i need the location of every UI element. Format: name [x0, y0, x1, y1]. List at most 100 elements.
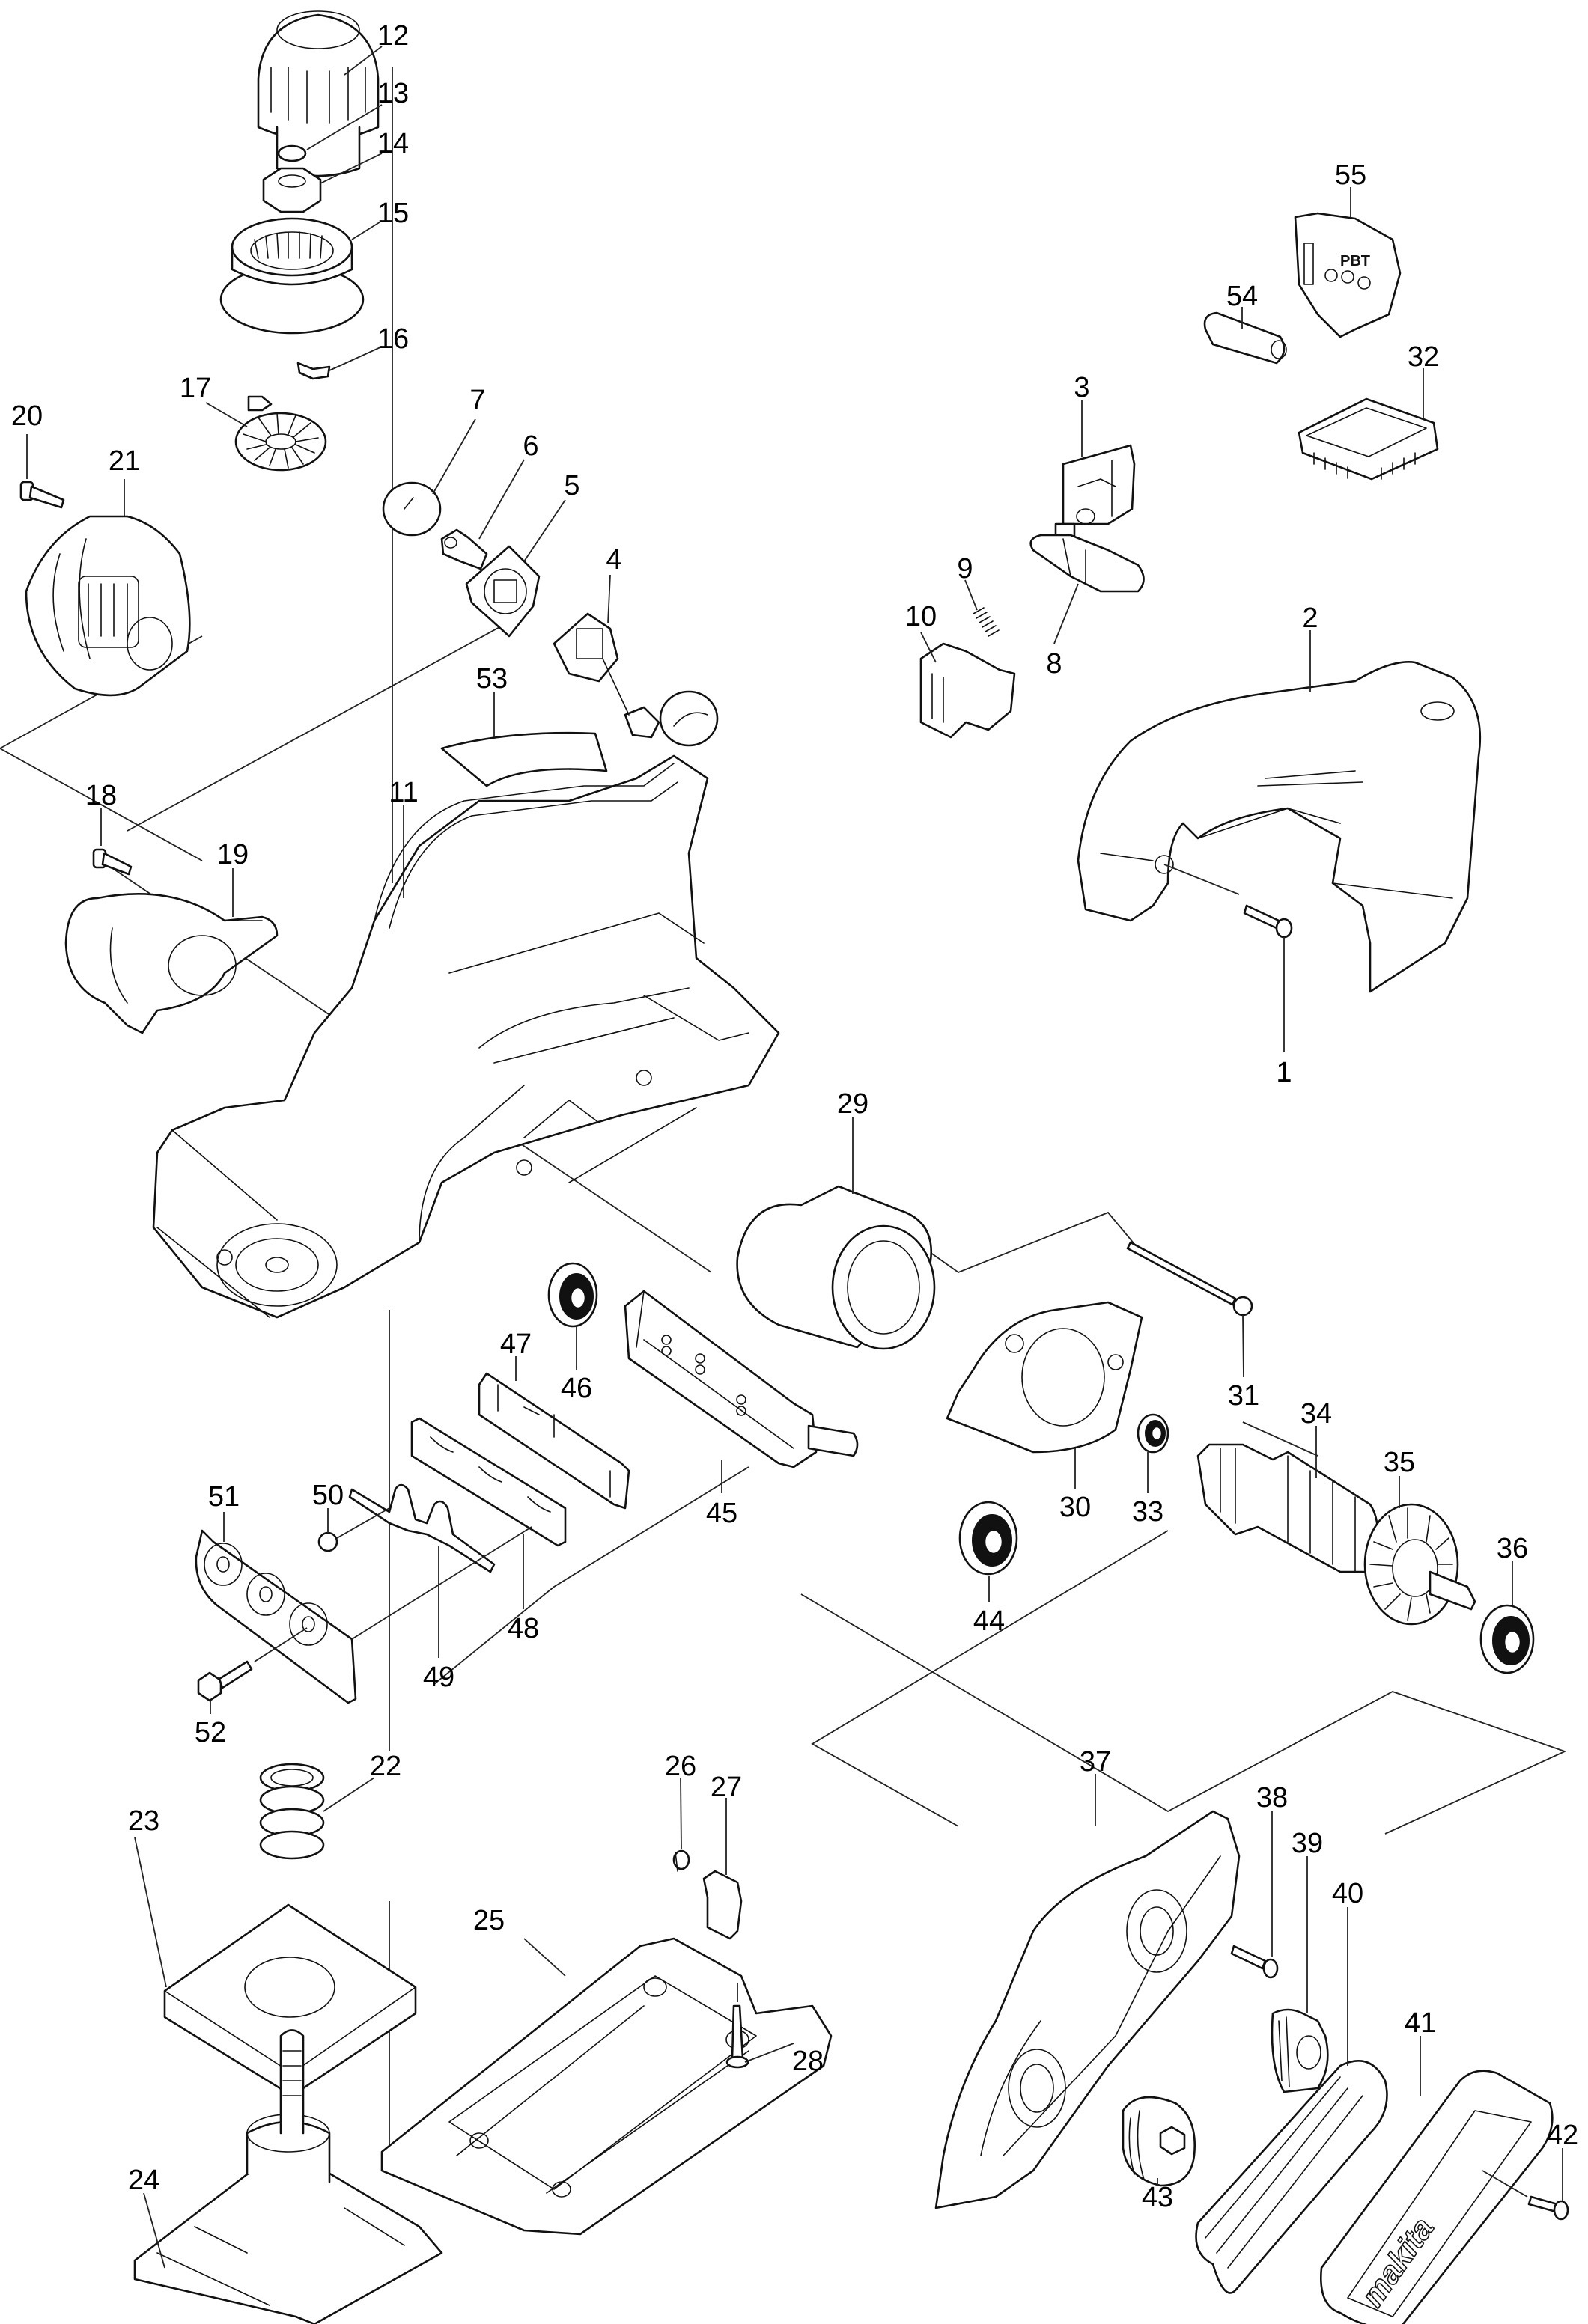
part-43-pulley[interactable]	[1122, 2096, 1196, 2187]
label-part-49: 49	[423, 1662, 454, 1693]
part-54-pin[interactable]	[1203, 307, 1287, 365]
label-part-51: 51	[208, 1481, 240, 1513]
label-part-54: 54	[1226, 281, 1258, 312]
part-45-drum[interactable]	[624, 1290, 859, 1493]
part-38-screw[interactable]	[1230, 1811, 1279, 1979]
part-27-stand[interactable]	[702, 1798, 743, 1940]
part-28-screw[interactable]	[725, 1983, 794, 2069]
label-part-5: 5	[564, 470, 579, 501]
part-31-long-screw[interactable]	[1126, 1241, 1253, 1378]
label-part-41: 41	[1405, 2007, 1436, 2039]
part-40-drive-belt[interactable]	[1195, 1907, 1388, 2294]
label-part-30: 30	[1059, 1492, 1091, 1523]
label-part-52: 52	[195, 1717, 226, 1748]
label-part-42: 42	[1547, 2120, 1578, 2151]
part-41-belt-cover[interactable]: makita	[1320, 2036, 1554, 2324]
part-36-ball-bearing[interactable]	[1479, 1561, 1535, 1674]
part-29-stator[interactable]	[736, 1117, 936, 1350]
label-part-10: 10	[905, 601, 937, 632]
part-49-adjusting-plate[interactable]	[348, 1483, 496, 1658]
part-34-armature[interactable]	[1196, 1426, 1379, 1573]
part-46-ball-bearing[interactable]	[547, 1262, 598, 1370]
part-25-rear-base[interactable]	[380, 1937, 833, 2236]
part-55-terminal[interactable]: PBT	[1294, 187, 1402, 338]
part-51-drum-plate[interactable]	[195, 1512, 532, 1704]
part-42-screw[interactable]	[1482, 2148, 1569, 2221]
label-part-32: 32	[1408, 341, 1439, 373]
label-part-25: 25	[473, 1905, 505, 1936]
part-26-torsion-spring[interactable]	[672, 1777, 690, 1872]
part-18-screw[interactable]	[92, 808, 133, 876]
part-30-baffle-plate[interactable]	[946, 1301, 1143, 1489]
part-24-front-base[interactable]	[133, 2029, 443, 2324]
label-part-13: 13	[377, 78, 409, 109]
part-23-front-base-plate[interactable]	[134, 1837, 417, 2097]
label-part-3: 3	[1074, 372, 1089, 403]
label-part-33: 33	[1132, 1496, 1163, 1528]
label-part-37: 37	[1080, 1746, 1111, 1778]
label-part-1: 1	[1276, 1057, 1292, 1088]
part-20-screw[interactable]	[19, 434, 65, 509]
part-44-ball-bearing[interactable]	[958, 1501, 1018, 1602]
label-part-20: 20	[11, 400, 43, 432]
part-53-name-plate[interactable]	[440, 692, 608, 787]
part-16-leaf-spring[interactable]	[296, 346, 383, 380]
part-9-spring[interactable]	[964, 579, 1000, 637]
label-part-31: 31	[1228, 1380, 1259, 1412]
label-part-21: 21	[109, 445, 140, 477]
part-15-scale-ring[interactable]	[219, 217, 383, 335]
label-part-46: 46	[561, 1373, 592, 1404]
part-37-belt-cover-base[interactable]	[934, 1774, 1241, 2209]
label-part-47: 47	[500, 1329, 532, 1360]
label-part-12: 12	[377, 20, 409, 52]
part-39-pulley[interactable]	[1271, 1856, 1329, 2093]
part-1-screw[interactable]	[1243, 904, 1293, 1052]
part-13-retaining-ring[interactable]	[277, 104, 383, 162]
part-8-switch-lever[interactable]	[1029, 534, 1145, 644]
label-part-27: 27	[711, 1772, 742, 1803]
part-12-depth-knob[interactable]	[257, 10, 383, 177]
label-part-4: 4	[606, 544, 621, 576]
part-21-nozzle-cover[interactable]	[25, 479, 191, 697]
label-part-24: 24	[128, 2165, 159, 2196]
label-part-50: 50	[312, 1480, 344, 1511]
label-part-40: 40	[1332, 1878, 1363, 1909]
terminal-marking: PBT	[1340, 253, 1370, 269]
label-part-8: 8	[1046, 648, 1062, 680]
part-48-set-plate[interactable]	[410, 1417, 567, 1609]
part-35-fan[interactable]	[1363, 1476, 1476, 1626]
label-part-11: 11	[389, 777, 418, 808]
label-part-36: 36	[1497, 1533, 1528, 1564]
part-2-handle[interactable]	[1077, 630, 1482, 993]
part-6-carbon-brush[interactable]	[440, 459, 525, 570]
label-part-18: 18	[85, 780, 117, 811]
part-52-hex-bolt[interactable]	[197, 1627, 308, 1714]
part-3-switch[interactable]	[1054, 400, 1136, 539]
part-5-brush-holder-plate[interactable]	[465, 499, 566, 638]
part-19-chip-deflector[interactable]	[64, 868, 279, 1034]
label-part-43: 43	[1142, 2182, 1173, 2213]
label-part-19: 19	[217, 839, 249, 870]
part-11-motor-housing[interactable]	[152, 754, 780, 1319]
part-33-ball-bearing[interactable]	[1137, 1413, 1169, 1493]
part-14-hex-nut[interactable]	[262, 153, 383, 213]
label-part-48: 48	[508, 1613, 539, 1644]
part-47-planer-blade[interactable]	[478, 1356, 630, 1510]
part-7-brush-cap[interactable]	[382, 418, 476, 537]
part-32-battery-cover[interactable]	[1298, 368, 1439, 481]
part-4-brush-holder[interactable]	[553, 574, 719, 747]
label-part-15: 15	[377, 198, 409, 229]
label-part-23: 23	[128, 1805, 159, 1837]
label-part-9: 9	[957, 553, 973, 585]
part-22-compression-spring[interactable]	[259, 1763, 375, 1860]
part-labels: 1 2 3 4 5 6 7 8 9 10 11 12 13 14 15 16 1…	[11, 20, 1578, 2213]
part-50-screw[interactable]	[317, 1507, 390, 1552]
label-part-6: 6	[523, 430, 538, 462]
label-part-2: 2	[1302, 603, 1318, 634]
part-17-ratchet-plate[interactable]	[205, 395, 327, 472]
label-part-45: 45	[706, 1498, 737, 1529]
label-part-55: 55	[1335, 159, 1366, 191]
part-10-lock-off-button[interactable]	[919, 632, 1016, 739]
label-part-28: 28	[792, 2046, 824, 2077]
